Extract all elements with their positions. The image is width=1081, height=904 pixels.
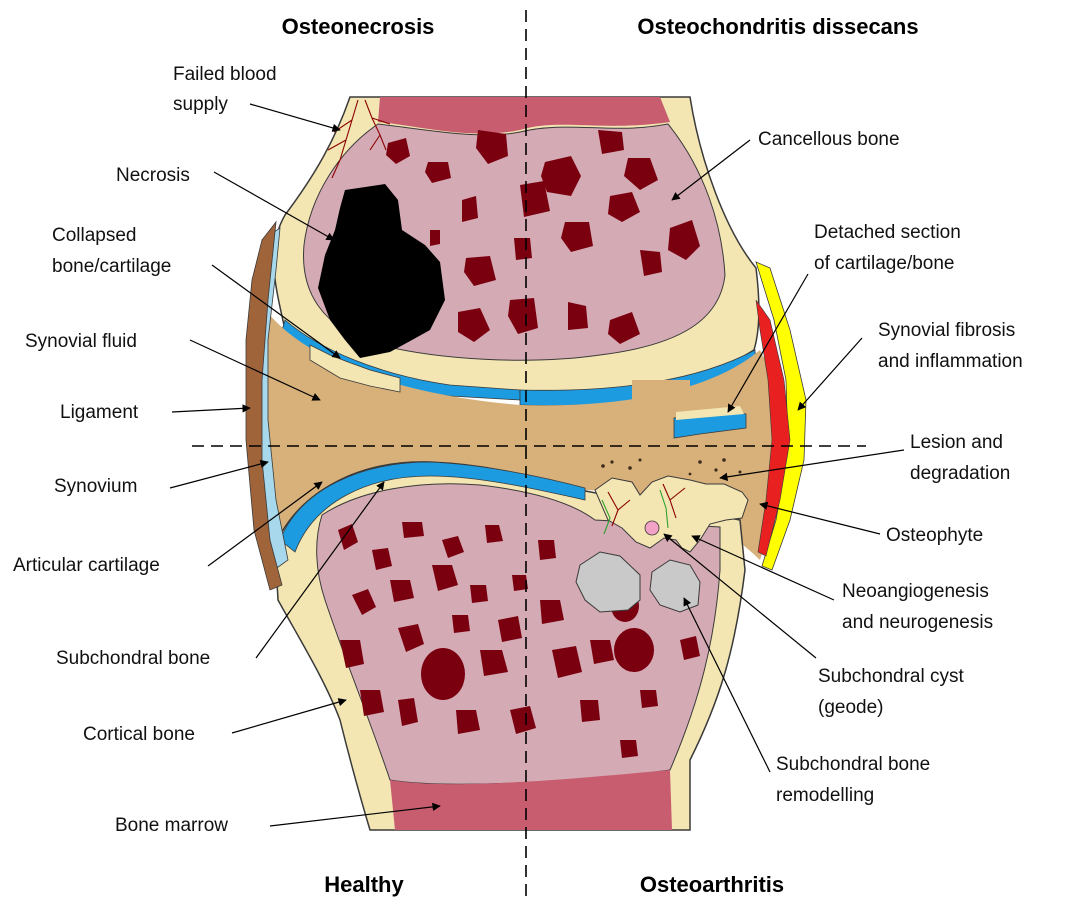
label-failed-blood-supply: Failed blood supply <box>173 64 282 115</box>
upper-bone <box>274 97 759 406</box>
label-subchondral-remodelling: Subchondral bone remodelling <box>776 754 936 806</box>
label-articular-cartilage: Articular cartilage <box>13 555 160 576</box>
label-synovial-fluid: Synovial fluid <box>25 331 137 352</box>
label-synovium: Synovium <box>54 476 137 497</box>
heading-healthy: Healthy <box>324 872 404 897</box>
detached-gap <box>632 380 690 412</box>
heading-osteonecrosis: Osteonecrosis <box>282 14 435 39</box>
heading-osteoarthritis: Osteoarthritis <box>640 872 784 897</box>
label-subchondral-cyst: Subchondral cyst (geode) <box>818 666 969 718</box>
label-synovial-fibrosis: Synovial fibrosis and inflammation <box>878 320 1023 372</box>
lower-bone <box>275 458 748 830</box>
label-bone-marrow: Bone marrow <box>115 815 228 836</box>
label-necrosis: Necrosis <box>116 165 190 186</box>
label-cortical-bone: Cortical bone <box>83 724 195 745</box>
label-osteophyte: Osteophyte <box>886 525 983 546</box>
label-collapsed-bone-cartilage: Collapsed bone/cartilage <box>52 225 171 277</box>
label-lesion-degradation: Lesion and degradation <box>910 432 1010 484</box>
cyst-pink <box>645 521 659 535</box>
label-ligament: Ligament <box>60 402 139 423</box>
label-cancellous-bone: Cancellous bone <box>758 129 900 150</box>
label-neoangiogenesis: Neoangiogenesis and neurogenesis <box>842 581 994 633</box>
label-detached-section: Detached section of cartilage/bone <box>814 222 966 274</box>
heading-osteochondritis: Osteochondritis dissecans <box>637 14 918 39</box>
label-subchondral-bone: Subchondral bone <box>56 648 210 669</box>
